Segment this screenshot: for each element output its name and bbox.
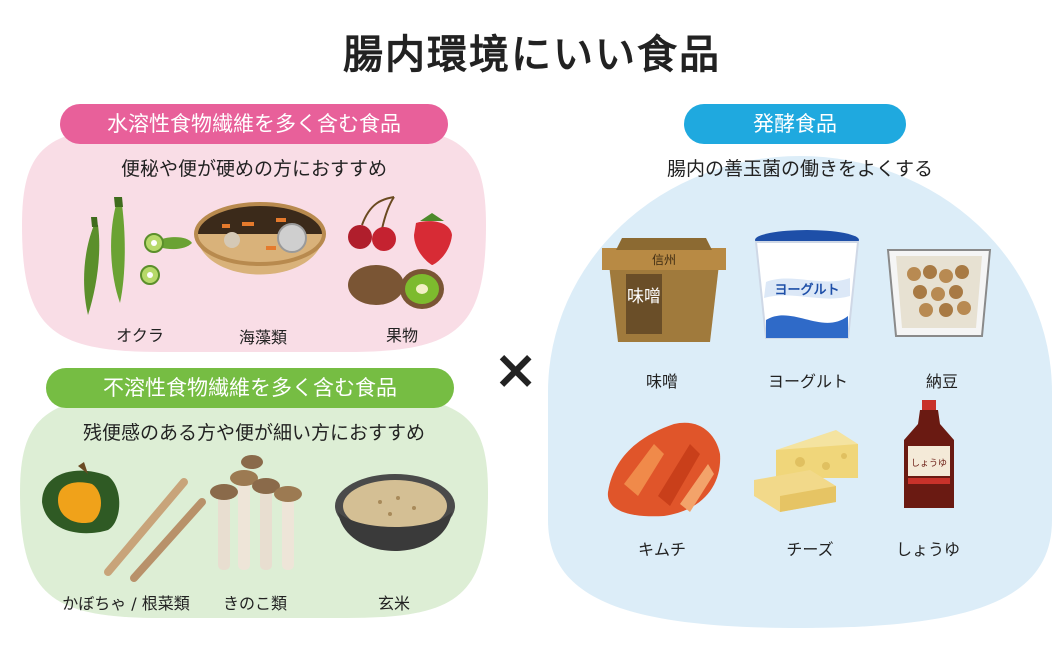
- okra-label: オクラ: [116, 326, 164, 345]
- soluble-fiber-panel: 水溶性食物繊維を多く含む食品 便秘や便が硬めの方におすすめ オクラ: [12, 100, 496, 354]
- kimchi-icon: [607, 422, 721, 517]
- brown-rice-label: 玄米: [377, 594, 410, 613]
- page-title: 腸内環境にいい食品: [343, 32, 721, 78]
- kimchi-label: キムチ: [637, 540, 686, 559]
- soy-sauce-icon: しょうゆ: [904, 400, 954, 508]
- mushroom-label: きのこ類: [222, 594, 287, 613]
- fermented-subtitle: 腸内の善玉菌の働きをよくする: [666, 158, 933, 180]
- fruit-label: 果物: [385, 326, 418, 345]
- miso-icon: 味噌 信州: [602, 238, 726, 342]
- insoluble-panel-bg: [20, 394, 488, 618]
- yogurt-icon: ヨーグルト: [754, 230, 860, 339]
- miso-lid-text: 信州: [652, 253, 676, 267]
- fermented-heading: 発酵食品: [684, 104, 906, 144]
- seaweed-label: 海藻類: [238, 328, 287, 347]
- soluble-heading: 水溶性食物繊維を多く含む食品: [60, 104, 448, 144]
- brown-rice-bowl-icon: [335, 474, 455, 551]
- soy-sauce-label: しょうゆ: [895, 540, 960, 559]
- multiply-operator: ×: [493, 338, 539, 401]
- insoluble-subtitle: 残便感のある方や便が細い方におすすめ: [82, 422, 425, 444]
- soy-label-text: しょうゆ: [911, 458, 947, 469]
- seaweed-bowl-icon: [194, 202, 326, 275]
- yogurt-cup-text: ヨーグルト: [774, 282, 839, 298]
- yogurt-label: ヨーグルト: [767, 372, 848, 391]
- insoluble-heading: 不溶性食物繊維を多く含む食品: [46, 368, 454, 408]
- okra-icon: [84, 197, 192, 315]
- miso-side-text: 味噌: [627, 287, 661, 307]
- fruit-icon: [348, 196, 452, 309]
- fermented-panel: 発酵食品 腸内の善玉菌の働きをよくする 味噌 信州 ヨーグルト 味噌 ヨーグルト…: [548, 100, 1052, 628]
- soluble-subtitle: 便秘や便が硬めの方におすすめ: [120, 158, 387, 180]
- mushroom-icon: [210, 455, 302, 570]
- cheese-label: チーズ: [786, 540, 834, 559]
- natto-label: 納豆: [925, 372, 958, 391]
- pumpkin-root-icon: [42, 462, 206, 582]
- cheese-icon: [754, 430, 858, 512]
- natto-icon: [886, 249, 992, 337]
- pumpkin-root-label: かぼちゃ / 根菜類: [62, 594, 190, 613]
- insoluble-fiber-panel: 不溶性食物繊維を多く含む食品 残便感のある方や便が細い方におすすめ かぼちゃ /…: [12, 364, 496, 620]
- miso-label: 味噌: [645, 372, 678, 391]
